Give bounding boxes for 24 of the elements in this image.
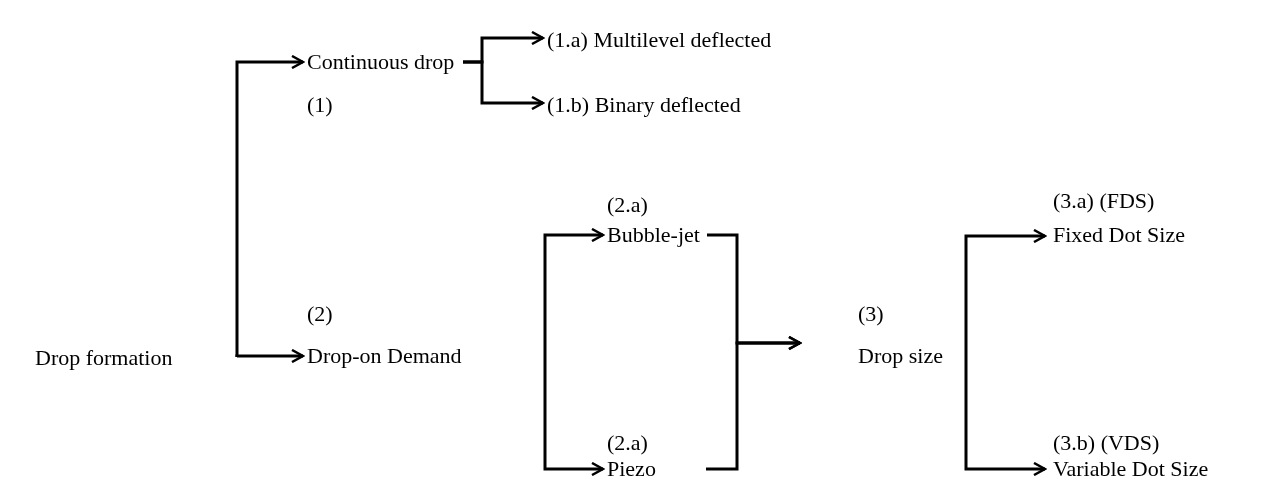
node-label: Variable Dot Size [1053, 456, 1209, 482]
index-label: (2) [307, 301, 333, 327]
index-label: (2.a) [607, 192, 648, 218]
arrow [964, 228, 1047, 345]
index-label: (3.b) (VDS) [1053, 430, 1160, 456]
index-label: (3) [858, 301, 884, 327]
node-label: Drop formation [35, 345, 173, 371]
node-label: (1.b) Binary deflected [547, 92, 741, 118]
node-label: Bubble-jet [607, 222, 700, 248]
arrow [235, 348, 305, 364]
node-label: Continuous drop [307, 49, 455, 75]
node-label: Fixed Dot Size [1053, 222, 1185, 248]
arrow [706, 335, 802, 471]
arrow [463, 60, 545, 111]
node-label: Piezo [607, 456, 656, 482]
index-label: (1) [307, 92, 333, 118]
index-label: (2.a) [607, 430, 648, 456]
arrow [964, 341, 1047, 477]
index-label: (3.a) (FDS) [1053, 188, 1155, 214]
node-label: Drop size [858, 343, 943, 369]
node-label: Drop-on Demand [307, 343, 462, 369]
arrow [543, 354, 605, 477]
arrow [543, 227, 605, 358]
node-label: (1.a) Multilevel deflected [547, 27, 772, 53]
